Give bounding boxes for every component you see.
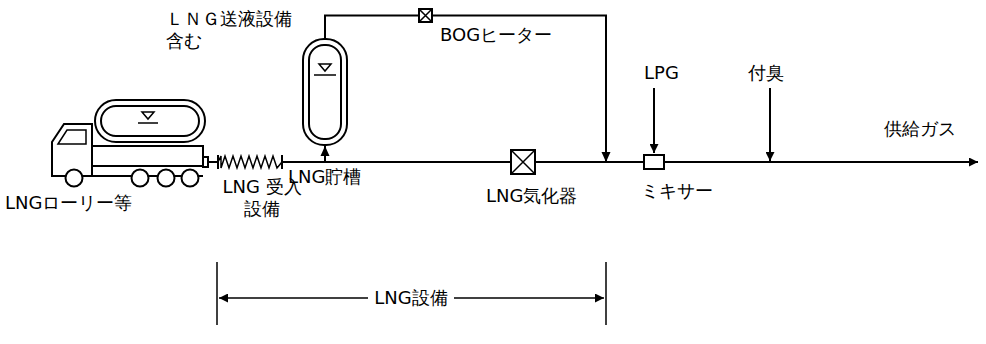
input-label: 付臭 [748, 62, 784, 84]
truck-wheel [158, 170, 175, 187]
pipe-line [290, 146, 325, 162]
hose-end-line [212, 155, 290, 169]
shape-outline [418, 8, 433, 23]
lpg-feed-arrow [653, 88, 655, 153]
cross-mark [511, 150, 535, 174]
pipe-line [325, 146, 510, 162]
liquid-level-line [314, 74, 336, 76]
truck-wheel [132, 170, 149, 187]
liquid-level-symbol [319, 64, 331, 71]
flow-arrowhead [602, 152, 611, 162]
pipe-connector [433, 16, 643, 163]
node-label: LNGローリー等 [5, 192, 132, 214]
pipe-connector [536, 162, 643, 163]
pipe-line [433, 16, 643, 163]
receiving-hose: LNG 受入設備 [212, 152, 290, 172]
node-label: LNG気化器 [486, 185, 577, 207]
shape-outline [643, 154, 665, 170]
shape-outline [302, 38, 348, 146]
truck-wheel [182, 170, 199, 187]
bracket-tick [605, 262, 607, 325]
range-label: LNG設備 [368, 287, 453, 309]
liquid-level-line [138, 122, 158, 124]
bog-heater: BOGヒーター [418, 8, 433, 23]
tank-inner-shell [101, 106, 199, 136]
liquid-level-symbol [142, 112, 154, 119]
tank-outer-shell [95, 100, 205, 142]
bracket-tick [216, 262, 218, 325]
mixer-symbol [644, 155, 664, 169]
shape-outline [212, 152, 290, 172]
pipe-connector [290, 146, 330, 162]
node-label: BOGヒーター [440, 24, 552, 46]
note-text: ＬＮＧ送液設備 含む [166, 8, 298, 51]
node-label: ミキサー [641, 180, 713, 202]
output-label: 供給ガス [884, 118, 956, 140]
pipe-line [325, 16, 418, 39]
pipe-connector [325, 16, 418, 39]
cab-window [58, 130, 86, 144]
heater-symbol [419, 9, 432, 22]
pipe-line [536, 161, 643, 163]
odorant-arrow [769, 88, 771, 161]
vaporizer-symbol [511, 150, 535, 174]
truck-cab [52, 124, 92, 176]
truck-wheel [66, 170, 83, 187]
mixer: ミキサー [643, 154, 665, 170]
input-label: LPG [644, 62, 679, 84]
tank-lorry: LNGローリー等 [48, 98, 208, 190]
cross-mark [419, 9, 432, 22]
tank-inner-shell [309, 45, 341, 139]
storage-tank: LNG貯槽 [302, 38, 348, 146]
vaporizer: LNG気化器 [510, 149, 536, 175]
supply-gas-line [665, 161, 978, 163]
tank-outer-shell [303, 39, 347, 145]
flexible-hose [218, 156, 282, 168]
shape-outline [48, 98, 208, 190]
shape-outline [510, 149, 536, 175]
node-label: LNG貯槽 [288, 166, 361, 188]
truck-chassis [92, 146, 203, 166]
outlet-flange [203, 157, 208, 167]
pipe-connector [325, 146, 510, 162]
